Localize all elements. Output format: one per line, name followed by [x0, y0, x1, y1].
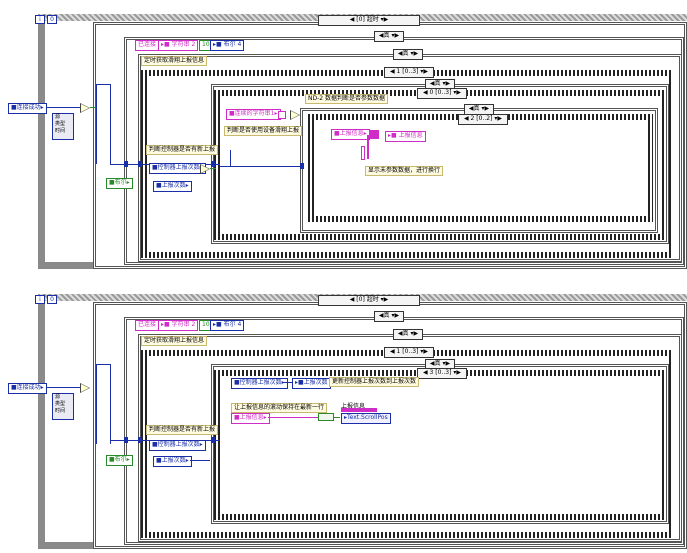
string-length-node-bottom [318, 413, 334, 421]
ctrl-report-count-top[interactable]: ■控制器上报次数▸ [149, 163, 206, 174]
note-timed-top: 定时获取滑翔上报信息 [141, 56, 208, 66]
wire-pink-top [367, 135, 369, 159]
bool-in-bottom[interactable]: ■布尔▸ [106, 455, 133, 466]
bool-ref-top: ▸■ 布尔 4 [210, 40, 245, 51]
linefeed-const-top [361, 146, 365, 160]
note-mid-top: ND-2 数据判断是否参数数据 [305, 94, 388, 104]
upload-info-bottom[interactable]: ■上报信息▸ [231, 413, 270, 424]
wire-pink-bottom [268, 417, 318, 418]
seq-selector-3-bottom[interactable]: ◀ 3 [0..3] ▾▶ [417, 368, 467, 379]
report-count-bottom[interactable]: ■上报次数▸ [153, 456, 192, 467]
report-count-top[interactable]: ■上报次数▸ [153, 181, 192, 192]
note-timed-bottom: 定时获取滑翔上报信息 [141, 336, 208, 346]
bundle-item-source-bottom: 源 [55, 394, 61, 400]
case-selector-true-2-bottom[interactable]: ◀真 ▾▶ [393, 329, 423, 340]
concat-node-top [369, 130, 379, 139]
stop-terminal-top: 0 [47, 15, 57, 24]
tunnel-1-bottom [124, 437, 128, 443]
case-selector-true-2-top[interactable]: ◀真 ▾▶ [393, 49, 423, 60]
wire-v1-bottom [96, 364, 97, 444]
wire-gt-top [210, 168, 216, 169]
wire-h1-top [60, 107, 80, 108]
wire-v4-top [230, 150, 231, 167]
iteration-terminal-bottom: i [35, 295, 45, 304]
connect-success-input-bottom[interactable]: ■连接成功▸ [8, 383, 47, 394]
bundle-item-source-top: 源 [55, 114, 61, 120]
connected-label-top: 已连接 [135, 40, 160, 51]
tunnel-2-bottom [138, 437, 142, 443]
wire-green-bottom [334, 417, 340, 418]
scroll-prop-bottom[interactable]: ▸Text.ScrollPos [341, 413, 391, 424]
seq-selector-1-top[interactable]: ◀ 1 [0..3] ▾▶ [384, 67, 434, 78]
wire-v2-top [110, 84, 111, 164]
property-node-header-bottom [341, 408, 377, 412]
block-diagram-top: i 0 ◀ [0] 超时 ▾▶ ◀真 ▾▶ 已连接 ▸■ 字符串 2 10 ▸■… [0, 0, 687, 272]
wire-h2-bottom [96, 364, 110, 365]
string-ref-top: ▸■ 字符串 2 [158, 40, 199, 51]
compare-equal-bottom [80, 383, 90, 393]
unbundle-top: 源 类型 时间 [52, 113, 74, 140]
string-ref-bottom: ▸■ 字符串 2 [158, 320, 199, 331]
tunnel-3-top [211, 161, 215, 167]
bool-in-top[interactable]: ■布尔▸ [106, 178, 133, 189]
stop-terminal-bottom: 0 [47, 295, 57, 304]
case-selector-timeout-bottom[interactable]: ◀ [0] 超时 ▾▶ [318, 295, 420, 306]
tunnel-1-top [124, 161, 128, 167]
wire-connect-top [46, 107, 60, 108]
case-selector-timeout-top[interactable]: ◀ [0] 超时 ▾▶ [318, 15, 420, 26]
iteration-terminal-top: i [35, 15, 45, 24]
bundle-item-time-bottom: 时间 [55, 408, 66, 414]
compare-gt-top [200, 164, 210, 174]
wire-h4-top [220, 166, 300, 167]
upload-info-out-top[interactable]: ▸■ 上报信息 [385, 131, 426, 142]
empty-string-check-top [278, 111, 286, 119]
bundle-item-type-bottom: 类型 [55, 401, 66, 407]
unbundle-bottom: 源 类型 时间 [52, 393, 74, 420]
wire-connect-bottom [46, 387, 60, 388]
panel-divider [0, 272, 687, 280]
wire-v1-top [96, 84, 97, 164]
note-display-top: 显示未参数数据，进行换行 [365, 166, 444, 176]
wire-h2-top [96, 84, 110, 85]
wire-v2-bottom [110, 364, 111, 444]
wire-h1-bottom [60, 387, 80, 388]
seq-selector-0-top[interactable]: ◀ 0 [0..3] ▾▶ [417, 88, 467, 99]
not-equal-top [290, 110, 300, 120]
note-scroll-bottom: 让上报信息的滚动保持在最新一行 [231, 403, 328, 413]
bool-ref-bottom: ▸■ 布尔 4 [210, 320, 245, 331]
note-update-bottom: 更新控制器上报次数到上报次数 [329, 377, 420, 387]
seq-selector-2-top[interactable]: ◀ 2 [0..2] ▾▶ [458, 114, 508, 125]
case-selector-true-1-bottom[interactable]: ◀真 ▾▶ [374, 311, 404, 322]
ctrl-count-inner-bottom[interactable]: ■控制器上报次数▸ [231, 378, 288, 389]
connect-success-input-top[interactable]: ■连接成功▸ [8, 103, 47, 114]
tunnel-4-top [300, 163, 304, 169]
case-selector-true-1-top[interactable]: ◀真 ▾▶ [374, 31, 404, 42]
upload-label-bottom: 上报信息 [341, 403, 366, 410]
wire-bool-top [90, 107, 95, 108]
note-ctrl-top: 判断是否使用设备滑翔上报 [224, 126, 303, 136]
connected-label-bottom: 已连接 [135, 320, 160, 331]
compare-equal-top [80, 103, 90, 113]
upload-info-top[interactable]: ■上报信息▸ [331, 129, 370, 140]
report-count-out-bottom[interactable]: ▸■上报次数 [292, 378, 331, 389]
bundle-item-time-top: 时间 [55, 128, 66, 134]
sequence-3-bottom [214, 370, 666, 520]
connected-string-top[interactable]: ■连续的字符串1▸ [226, 109, 281, 120]
note-check-top: 判断控制器是否有新上报 [146, 145, 219, 155]
ctrl-report-count-bottom[interactable]: ■控制器上报次数▸ [149, 440, 206, 451]
bundle-item-type-top: 类型 [55, 121, 66, 127]
tunnel-2-top [138, 161, 142, 167]
note-check-bottom: 判断控制器是否有新上报 [146, 425, 219, 435]
wire-report-bottom [190, 460, 210, 461]
tunnel-3-bottom [211, 437, 215, 443]
seq-selector-1-bottom[interactable]: ◀ 1 [0..3] ▾▶ [384, 347, 434, 358]
wire-count-bottom [282, 382, 292, 383]
block-diagram-bottom: i 0 ◀ [0] 超时 ▾▶ ◀真 ▾▶ 已连接 ▸■ 字符串 2 10 ▸■… [0, 280, 687, 553]
